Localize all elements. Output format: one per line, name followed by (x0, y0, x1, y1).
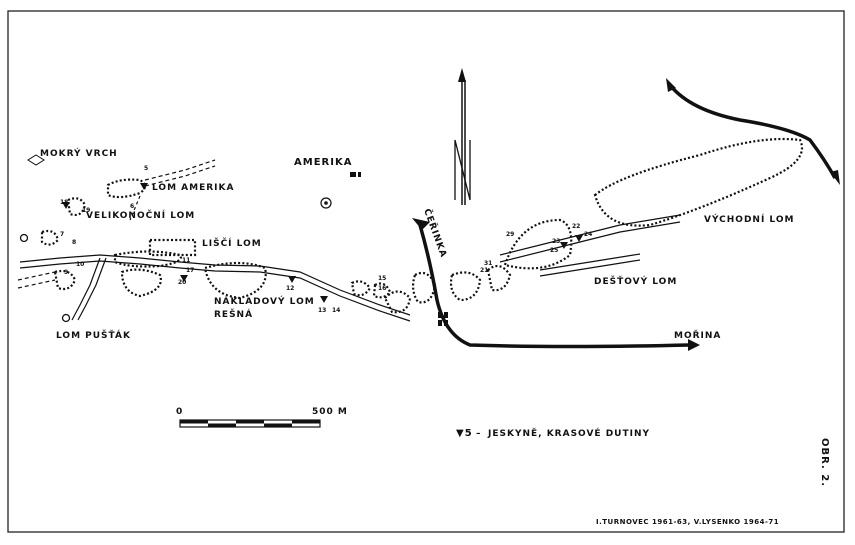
cave-number: 14 (332, 307, 340, 314)
cave-number: 20 (178, 279, 186, 286)
legend-cave-symbol: ▼5 (456, 428, 473, 439)
legend-separator: – (476, 429, 482, 439)
cave-number: 16 (378, 285, 386, 292)
cave-number: 12 (286, 285, 294, 292)
cave-number: 13 (318, 307, 326, 314)
figure-id-label: OBR. 2. (819, 438, 830, 487)
streams (412, 78, 840, 351)
label-vychodni-lom: VÝCHODNÍ LOM (704, 213, 794, 225)
cave-number: 23 (552, 238, 560, 245)
label-lisci-lom: LIŠČÍ LOM (202, 237, 262, 249)
cave-number: 9 (64, 269, 68, 276)
label-amerika: AMERIKA (294, 157, 352, 168)
label-lom-pustak: LOM PUŠŤÁK (56, 329, 131, 341)
cave-number: 10 (76, 261, 84, 268)
north-arrow-icon (454, 68, 471, 205)
credits-text: I.TURNOVEC 1961-63, V.LYSENKO 1964-71 (596, 518, 779, 526)
legend-text: JESKYNĚ, KRASOVÉ DUTINY (487, 427, 650, 439)
cave-number: 24 (584, 231, 592, 238)
cave-numbers: 5 6 7 8 9 10 11 12 13 14 15 16 17 18 19 … (60, 165, 592, 314)
cave-number: 17 (186, 267, 194, 274)
cave-number: 7 (60, 231, 64, 238)
legend: ▼5 – JESKYNĚ, KRASOVÉ DUTINY (456, 427, 650, 439)
cave-number: 21 (480, 267, 488, 274)
map-frame (7, 10, 845, 533)
scale-start-label: 0 (176, 407, 183, 417)
label-nakladovy-lom: NÁKLADOVÝ LOM (214, 295, 315, 307)
label-mokry-vrch: MOKRÝ VRCH (40, 147, 118, 159)
cave-number: 6 (130, 203, 134, 210)
cave-number: 15 (378, 275, 386, 282)
cave-symbols (62, 183, 583, 303)
cave-number: 31 (484, 260, 492, 267)
cave-number: 19 (82, 207, 90, 214)
cave-number: 8 (72, 239, 76, 246)
roads (17, 159, 681, 322)
cave-number: 29 (506, 231, 514, 238)
label-destovy-lom: DEŠŤOVÝ LOM (594, 275, 677, 287)
markers (19, 154, 448, 326)
scale-bar: 0 500 M (176, 407, 348, 428)
scale-end-label: 500 M (312, 407, 348, 417)
triangulation-point-icon (27, 154, 45, 166)
cave-number: 18 (60, 199, 68, 206)
label-velikonocni-lom: VELIKONOČNÍ LOM (86, 209, 195, 221)
cave-number: 11 (182, 257, 190, 264)
cave-number: 25 (550, 247, 558, 254)
cave-number: 22 (572, 223, 580, 230)
label-lom-amerika: LOM AMERIKA (152, 183, 234, 193)
label-resna: REŠNÁ (214, 308, 253, 320)
place-labels: MOKRÝ VRCH LOM AMERIKA AMERIKA VELIKONOČ… (40, 147, 830, 487)
label-morina: MOŘINA (674, 329, 721, 341)
cave-number: 5 (144, 165, 148, 172)
